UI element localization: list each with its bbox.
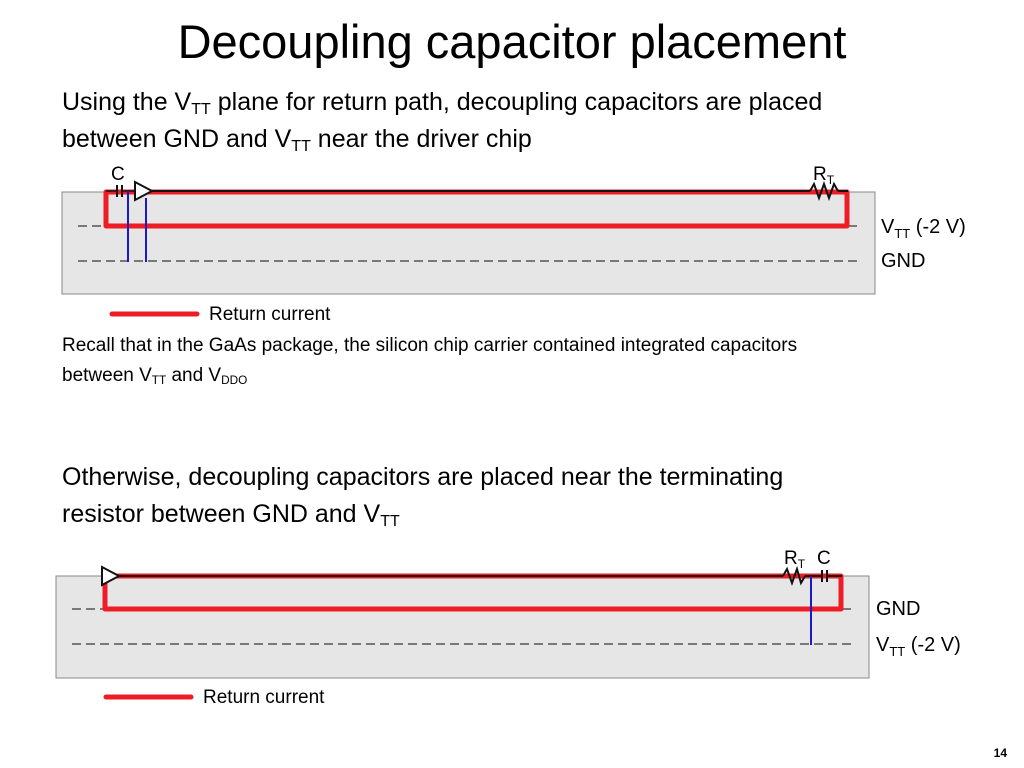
resistor-label: RT [813, 164, 835, 187]
board-cross-section [55, 575, 870, 679]
intro-paragraph: Using the VTT plane for return path, dec… [62, 88, 823, 155]
capacitor-label: C [111, 164, 125, 185]
capacitor-label: C [817, 548, 831, 569]
vtt-plane-label: VTT (-2 V) [881, 216, 966, 241]
legend-label: Return current [203, 687, 325, 708]
capacitor-icon [821, 570, 828, 582]
gaas-note-paragraph: Recall that in the GaAs package, the sil… [62, 335, 798, 387]
board-cross-section [61, 191, 876, 295]
driver-icon [101, 565, 122, 587]
resistor-icon [809, 181, 839, 201]
gnd-plane-label: GND [876, 598, 920, 620]
gnd-plane-label: GND [881, 250, 925, 272]
resistor-label: RT [784, 548, 806, 571]
legend-label: Return current [209, 304, 331, 325]
capacitor-icon [106, 185, 135, 197]
diagram-driver-side-decoupling: C RT VTT (-2 V) GND Return current [61, 164, 966, 325]
otherwise-paragraph: Otherwise, decoupling capacitors are pla… [62, 463, 784, 530]
vtt-plane-label: VTT (-2 V) [876, 634, 961, 659]
page-number: 14 [993, 746, 1007, 760]
diagram-terminator-side-decoupling: RT C GND VTT (-2 V) Return current [55, 548, 961, 708]
resistor-icon [782, 565, 806, 586]
slide-title: Decoupling capacitor placement [177, 15, 847, 68]
